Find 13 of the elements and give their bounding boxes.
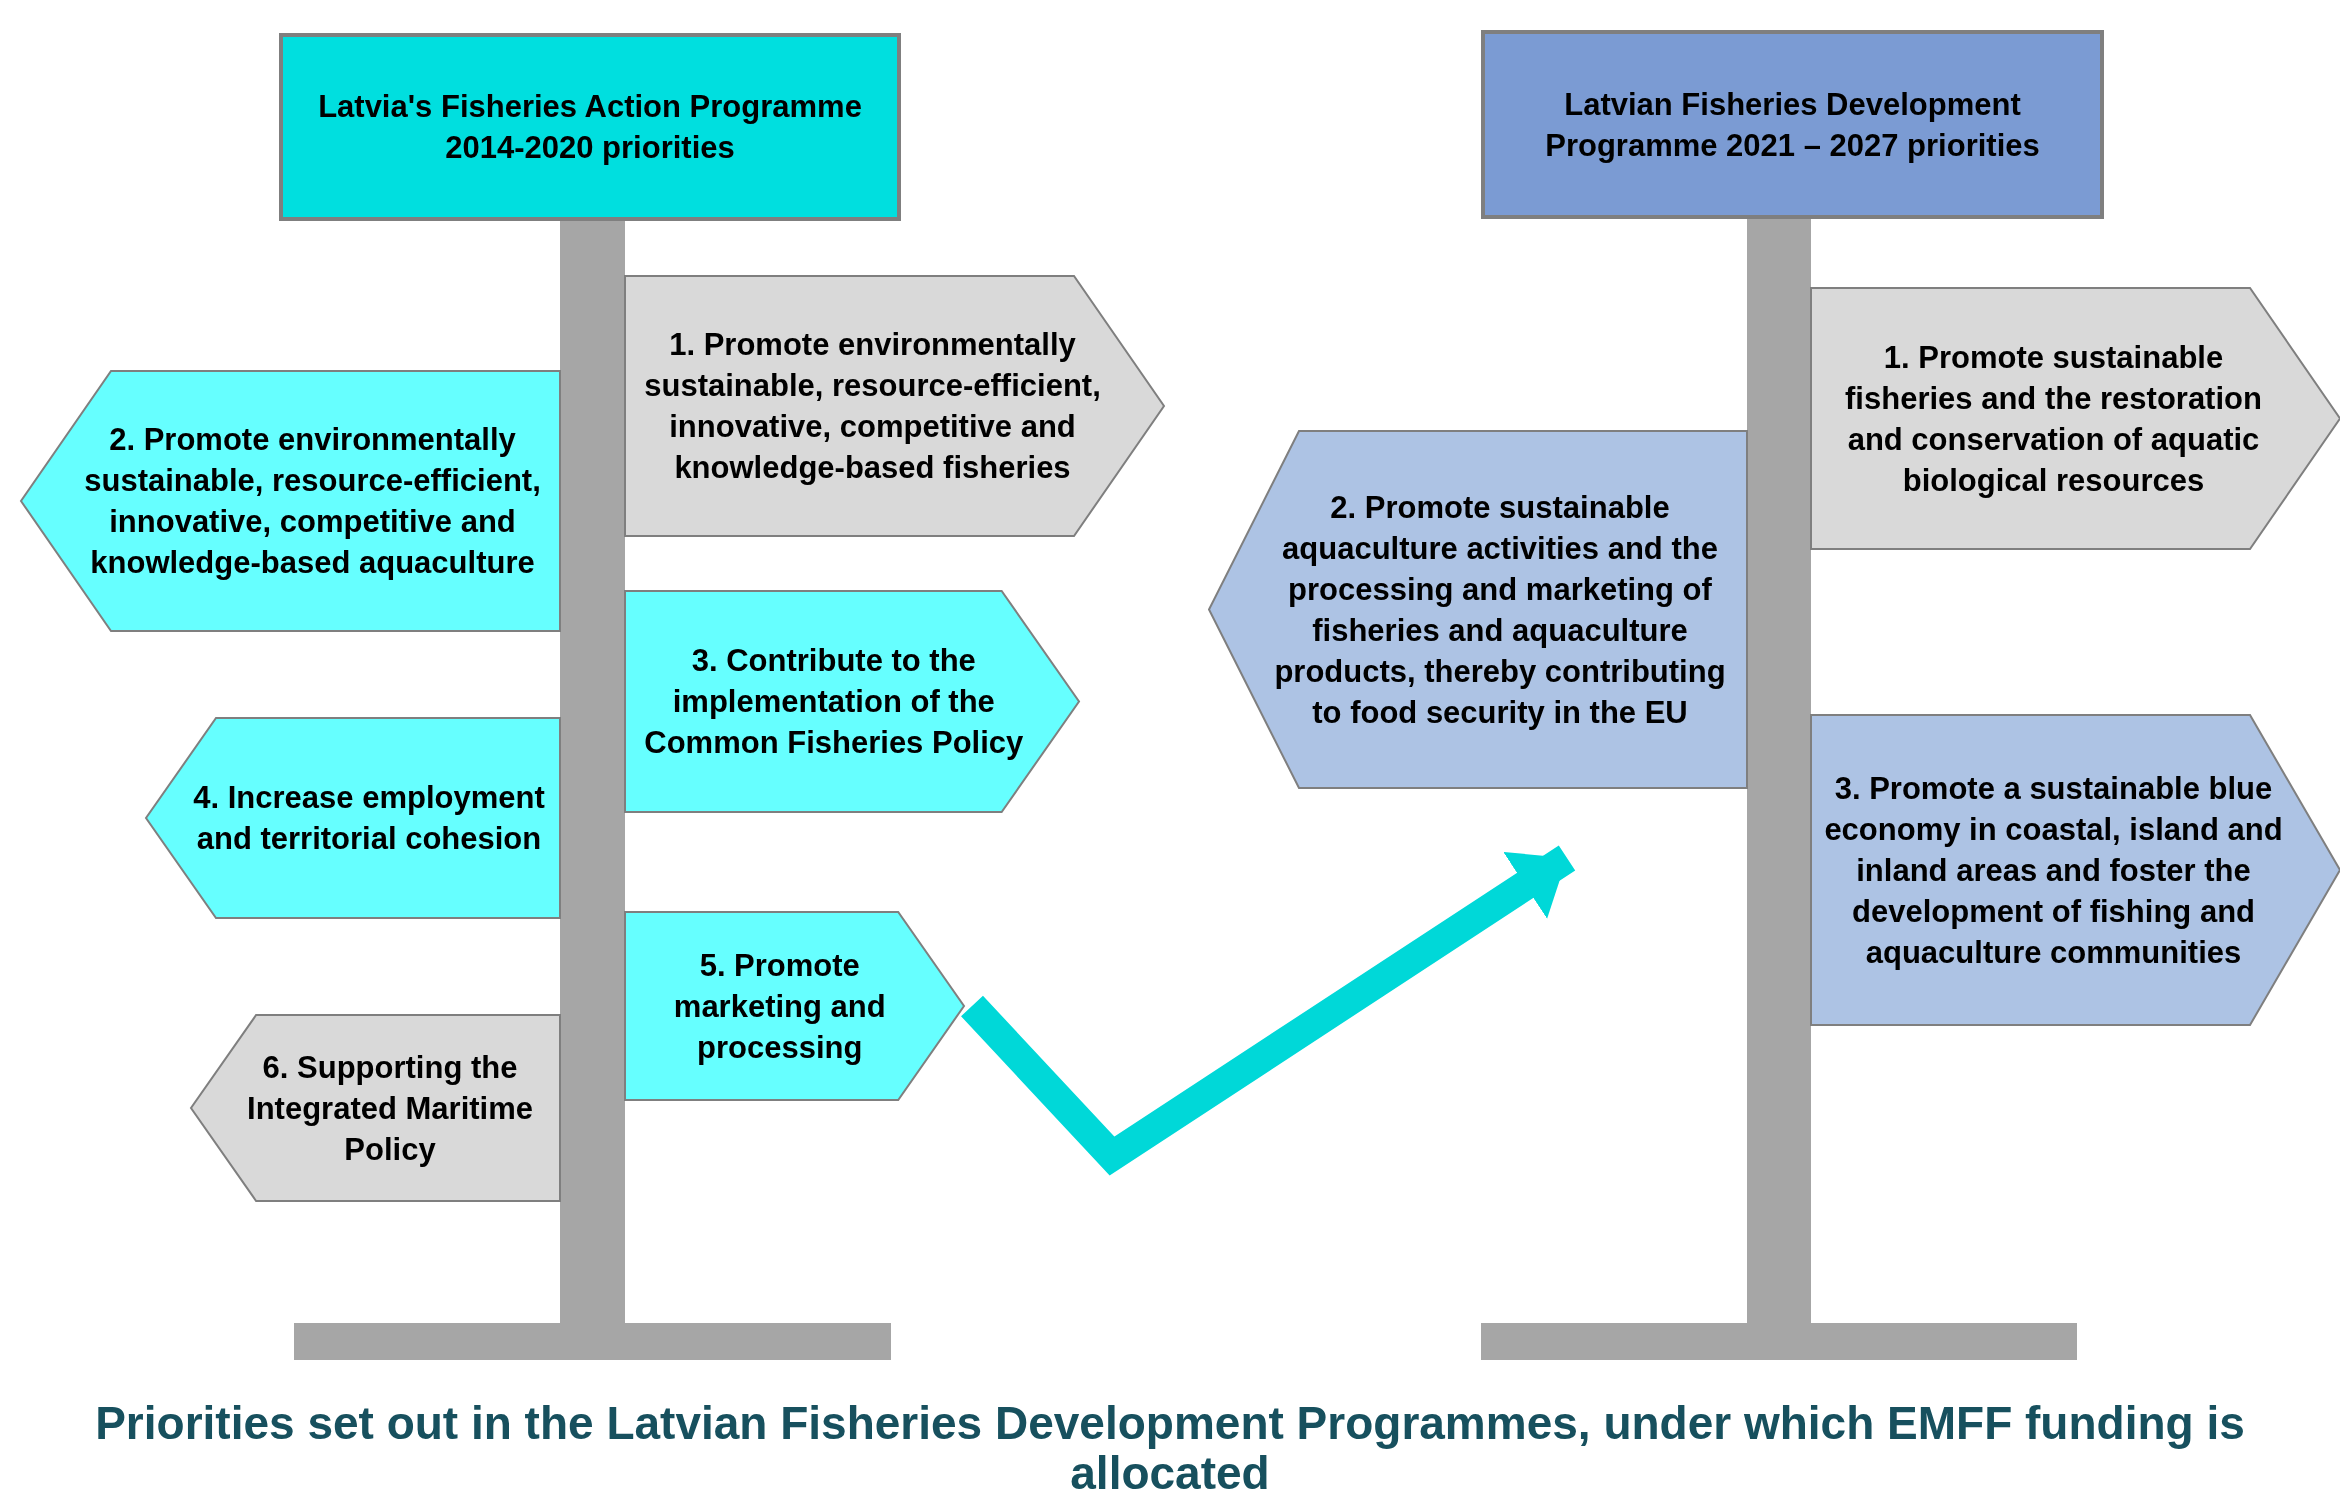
arrow-sign: 3. Contribute to the implementation of the Common Fisheries Policy bbox=[625, 591, 1079, 812]
arrow-sign: 4. Increase employment and territorial cohesion bbox=[146, 718, 560, 918]
header-sign: Latvia's Fisheries Action Programme 2014-2020 priorities bbox=[279, 33, 901, 221]
arrow-sign: 1. Promote sustainable fisheries and the restoration and conservation of aquatic biological resources bbox=[1811, 288, 2340, 549]
arrow-sign: 3. Promote a sustainable blue economy in coastal, island and inland areas and foster the development of fishing and aquaculture communities bbox=[1811, 715, 2340, 1025]
arrow bbox=[961, 845, 1576, 1176]
arrow-sign: 1. Promote environmentally sustainable, resource-efficient, innovative, competitive and knowledge-based fisheries bbox=[625, 276, 1164, 536]
arrow-sign: 2. Promote environmentally sustainable, resource-efficient, innovative, competitive and knowledge-based aquaculture bbox=[21, 371, 560, 631]
header-sign: Latvian Fisheries Development Programme 2021 – 2027 priorities bbox=[1481, 30, 2104, 219]
caption: Priorities set out in the Latvian Fisheries Development Programmes, under which EMFF funding is allocated bbox=[94, 1398, 2246, 1498]
arrow-sign: 5. Promote marketing and processing bbox=[625, 912, 964, 1100]
arrow-sign: 6. Supporting the Integrated Maritime Policy bbox=[191, 1015, 560, 1201]
arrow-sign: 2. Promote sustainable aquaculture activities and the processing and marketing of fisheries and aquaculture products, thereby contributing to food security in the EU bbox=[1209, 431, 1747, 788]
